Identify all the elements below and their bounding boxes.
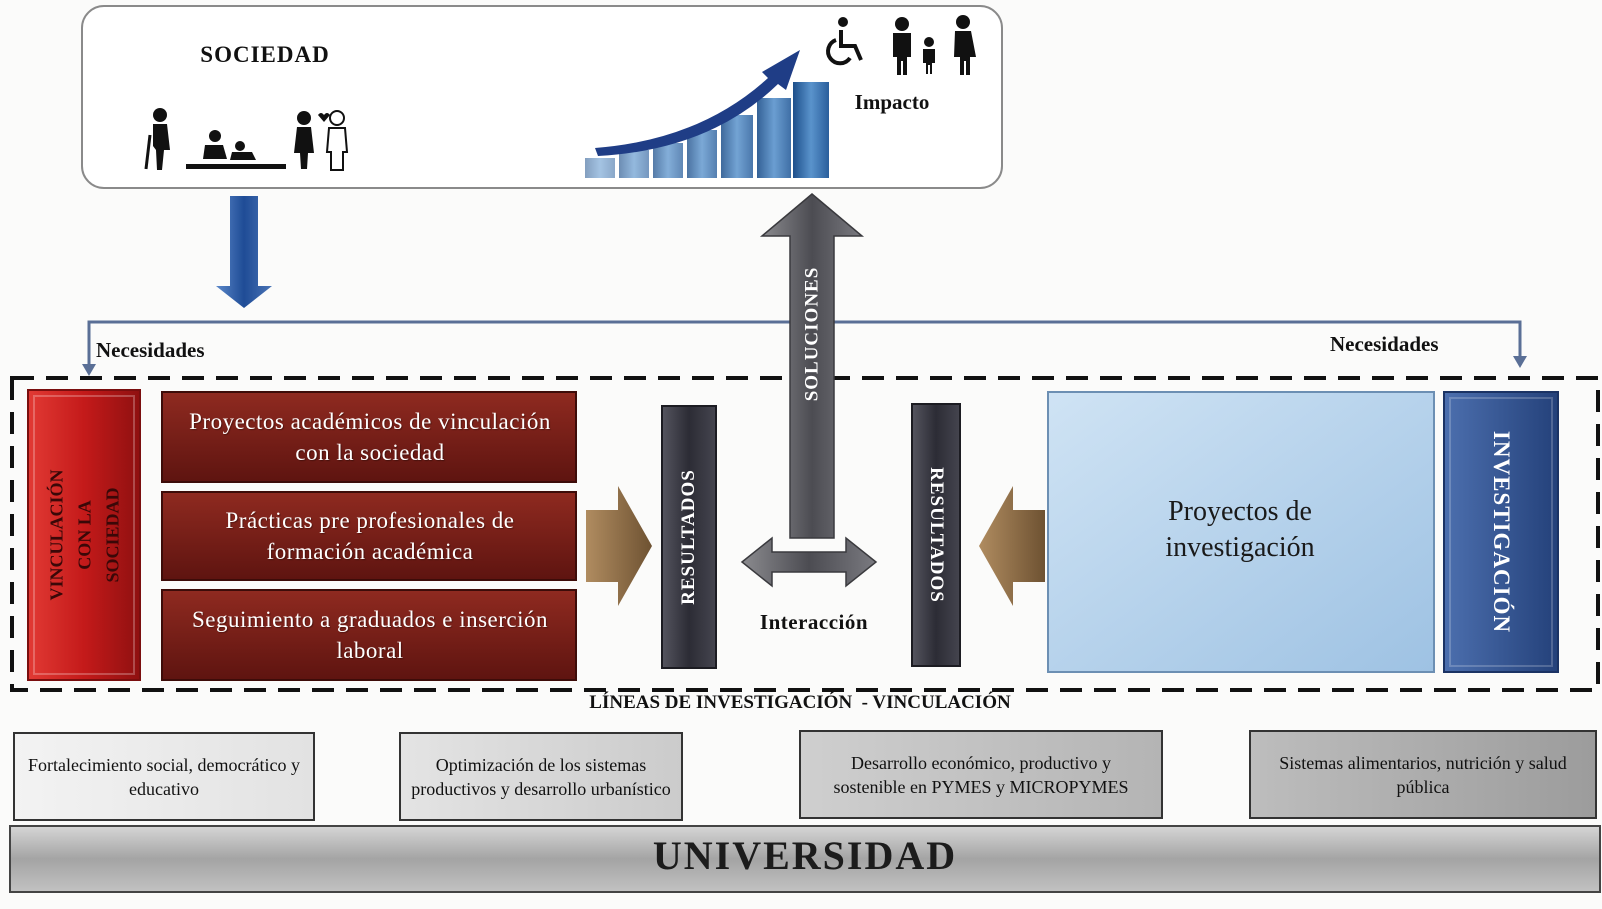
interaccion-label: Interacción [759, 610, 869, 634]
child-care-icon [186, 130, 286, 169]
right-results-arrow [979, 486, 1045, 606]
investigacion-text: INVESTIGACIÓN [1489, 430, 1514, 634]
vinculacion-label: VINCULACIÓN CON LA SOCIEDAD [28, 390, 140, 680]
linea-item-1: Fortalecimiento social, democrático y ed… [28, 754, 300, 799]
vinculacion-text: VINCULACIÓN CON LA SOCIEDAD [46, 469, 123, 601]
impact-label: Impacto [854, 90, 930, 114]
interaccion-double-arrow [740, 536, 878, 588]
soluciones-up-arrow [759, 193, 865, 539]
linea-box-1 [13, 732, 315, 821]
needs-down-arrow [216, 196, 272, 308]
needs-left-arrowhead [82, 364, 96, 376]
resultados-right-bar [911, 403, 961, 667]
soluciones-label: SOLUCIONES [790, 236, 834, 536]
necesidades-right-label: Necesidades [1330, 332, 1439, 356]
growth-chart-icon [585, 50, 829, 178]
couple-icon [294, 110, 349, 171]
linea-box-2 [399, 732, 683, 821]
linea-box-4 [1249, 730, 1597, 819]
vinculacion-item-3: Seguimiento a graduados e inserción labo… [191, 607, 549, 663]
vinculacion-item-2: Prácticas pre profesionales de formación… [225, 508, 515, 564]
linea-item-2: Optimización de los sistemas productivos… [411, 754, 671, 799]
resultados-left-label: RESULTADOS [662, 406, 716, 668]
universidad-bar [9, 825, 1601, 893]
resultados-left-bar [661, 405, 717, 669]
soluciones-text: SOLUCIONES [801, 266, 823, 402]
wheelchair-icon [826, 17, 863, 66]
investigacion-block [1443, 391, 1559, 673]
vinculacion-item-box-3 [161, 589, 577, 681]
needs-right-arrowhead [1513, 356, 1527, 368]
resultados-right-text: RESULTADOS [926, 467, 948, 603]
lineas-title: LÍNEAS DE INVESTIGACIÓN - VINCULACIÓN [589, 692, 1011, 713]
family-icon [893, 15, 976, 75]
vinculacion-block [27, 389, 141, 681]
necesidades-left-label: Necesidades [96, 338, 205, 362]
resultados-right-label: RESULTADOS [912, 404, 960, 666]
left-results-arrow [586, 486, 652, 606]
elderly-person-icon [144, 108, 170, 170]
linea-item-3: Desarrollo económico, productivo y soste… [833, 752, 1129, 797]
sociedad-title: SOCIEDAD [200, 42, 330, 67]
linea-item-4: Sistemas alimentarios, nutrición y salud… [1279, 752, 1567, 797]
universidad-title: UNIVERSIDAD [652, 833, 958, 878]
linea-box-3 [799, 730, 1163, 819]
vinculacion-item-1: Proyectos académicos de vinculación con … [189, 409, 551, 465]
vinculacion-item-box-1 [161, 391, 577, 483]
proyectos-investigacion-box [1047, 391, 1435, 673]
investigacion-label: INVESTIGACIÓN [1444, 392, 1558, 672]
proyectos-investigacion-text: Proyectos de investigación [1165, 496, 1315, 563]
resultados-left-text: RESULTADOS [678, 469, 700, 605]
vinculacion-item-box-2 [161, 491, 577, 581]
